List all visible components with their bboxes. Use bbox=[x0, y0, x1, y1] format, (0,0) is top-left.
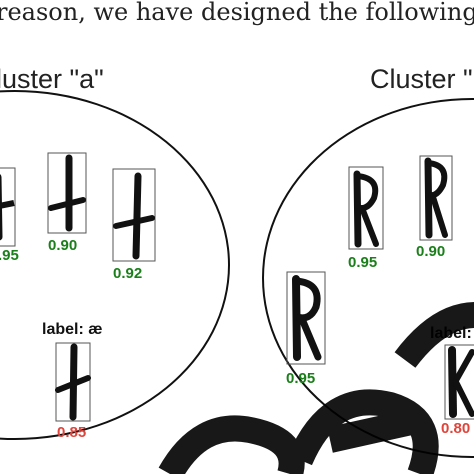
cluster-a-score-1: .95 bbox=[0, 247, 19, 264]
cluster-b-glyph-1 bbox=[348, 166, 384, 250]
cluster-b-glyph-2 bbox=[419, 155, 453, 241]
cluster-b-label: label: bbox=[430, 325, 472, 342]
cluster-b-title: Cluster " bbox=[370, 64, 473, 94]
cluster-b-score-2: 0.90 bbox=[416, 243, 446, 260]
cluster-b-score-3: 0.95 bbox=[286, 370, 316, 387]
cluster-b-glyph-4 bbox=[444, 344, 474, 420]
paper-body-text: reason, we have designed the following m… bbox=[0, 0, 474, 26]
cluster-a-title: luster "a" bbox=[0, 64, 104, 94]
cluster-a-glyph-4 bbox=[55, 342, 91, 422]
cluster-a-score-4: 0.85 bbox=[57, 424, 87, 441]
cluster-a-glyph-1 bbox=[0, 167, 16, 247]
cluster-b-glyph-3 bbox=[286, 271, 326, 365]
cluster-b-score-4: 0.80 bbox=[441, 420, 471, 437]
cluster-a-score-2: 0.90 bbox=[48, 237, 78, 254]
cluster-a-score-3: 0.92 bbox=[113, 265, 143, 282]
cluster-a-glyph-3 bbox=[112, 168, 156, 262]
cluster-a-glyph-2 bbox=[47, 152, 87, 234]
cluster-b-score-1: 0.95 bbox=[348, 254, 378, 271]
cluster-a-label: label: æ bbox=[42, 321, 103, 338]
